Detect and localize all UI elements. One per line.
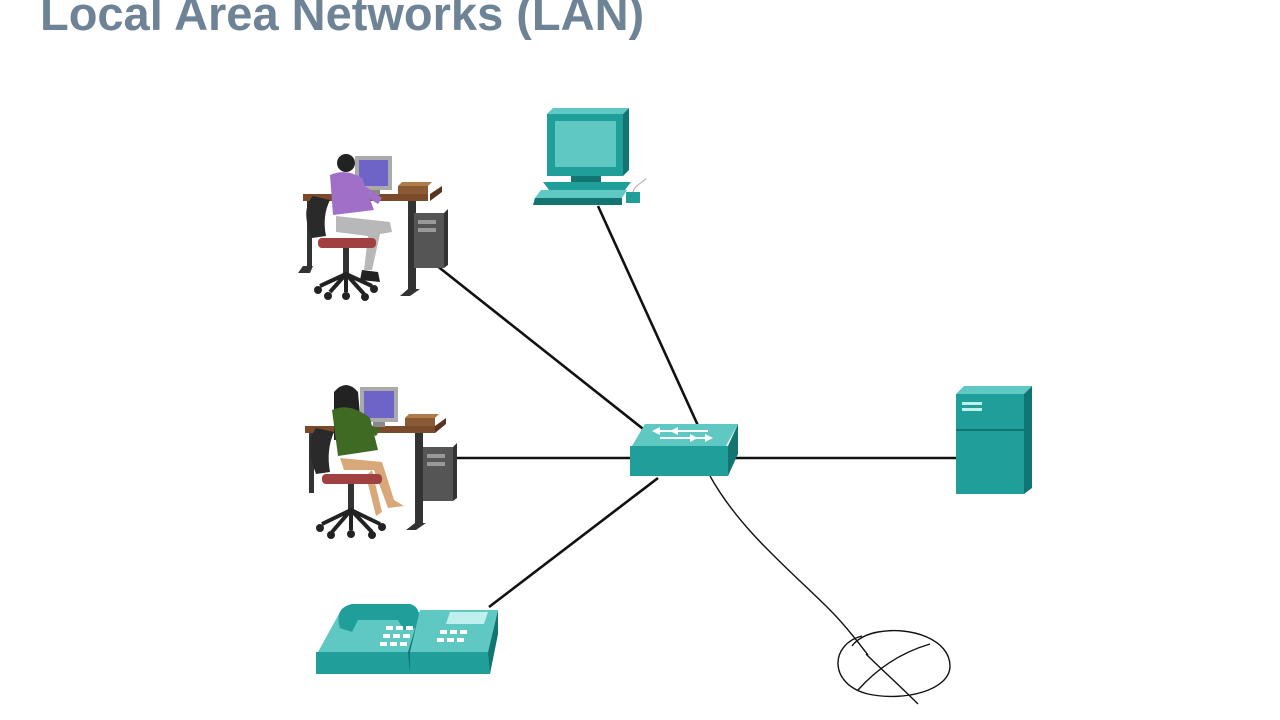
crossed-circle-sketch — [837, 629, 951, 705]
link-man-to-switch — [435, 263, 653, 438]
link-pc-to-switch — [596, 205, 702, 431]
server-icon — [956, 386, 1032, 494]
man-at-computer-icon — [298, 154, 448, 301]
ip-phone-icon — [316, 604, 498, 674]
network-switch-icon — [630, 424, 738, 476]
desktop-computer-icon — [533, 108, 647, 205]
woman-at-computer-icon — [305, 385, 457, 539]
slide-title: Local Area Networks (LAN) — [40, 0, 645, 40]
link-switch-to-sketch — [709, 475, 869, 656]
link-phone-to-switch — [488, 476, 659, 609]
links — [435, 205, 956, 609]
